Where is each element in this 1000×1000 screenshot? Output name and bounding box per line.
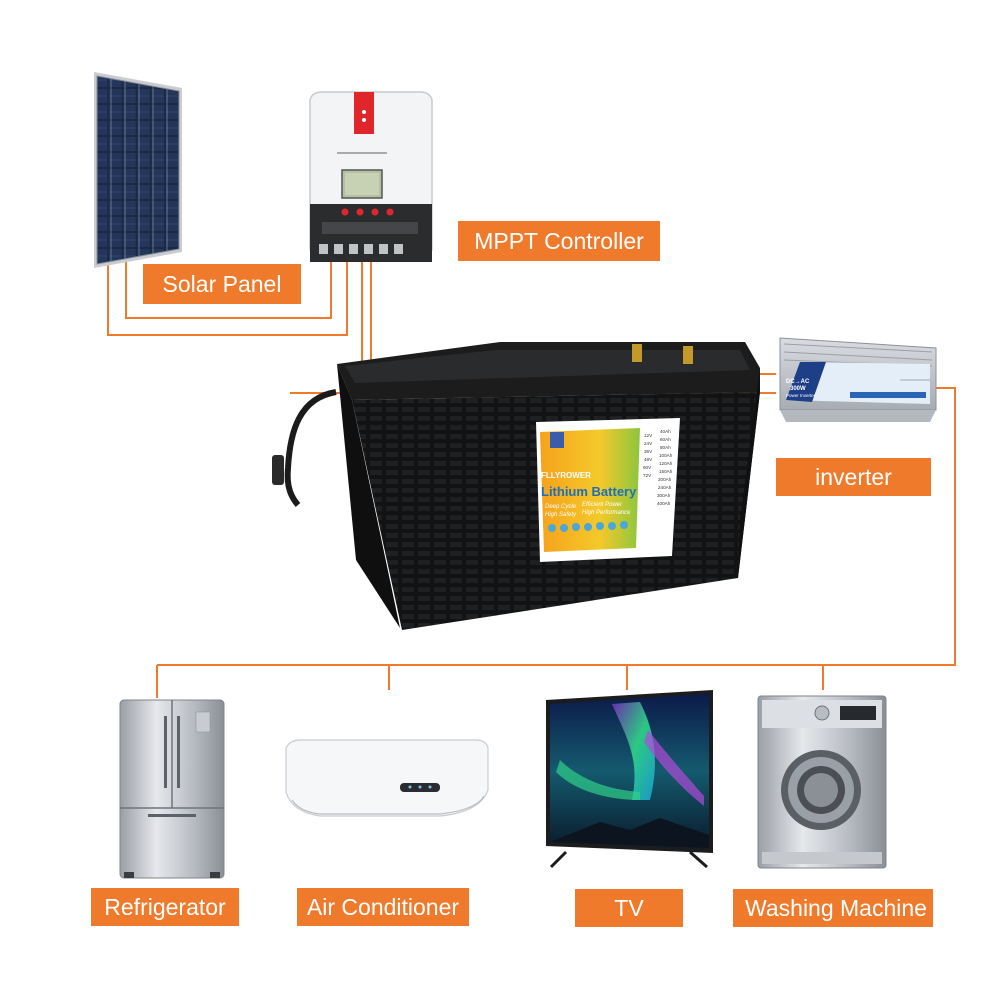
tv-image — [546, 690, 713, 869]
battery-feature-3: High Safety — [545, 512, 577, 518]
battery-title: Lithium Battery — [541, 484, 637, 499]
refrigerator-label: Refrigerator — [91, 888, 239, 926]
wire-solar-neg — [125, 262, 332, 319]
lithium-battery-image: FLLYROWER Lithium Battery Deep Cycle Eff… — [272, 342, 760, 630]
spec-capacity-3: 80Ah — [660, 445, 671, 450]
spec-capacity-9: 300Ah — [657, 493, 671, 498]
battery-feature-1: Deep Cycle — [545, 504, 577, 510]
spec-voltage-6: 72V — [643, 473, 652, 478]
spec-voltage-2: 24V — [644, 441, 653, 446]
washing-machine-image — [757, 695, 887, 869]
spec-voltage-3: 36V — [644, 449, 653, 454]
refrigerator-image — [119, 699, 225, 879]
washing-machine-label: Washing Machine — [733, 889, 933, 927]
inverter-text-1: DC→AC — [786, 379, 810, 385]
mppt-controller-image — [309, 91, 433, 262]
mppt-controller-label: MPPT Controller — [458, 221, 660, 261]
battery-feature-4: High Performance — [582, 510, 631, 516]
spec-capacity-8: 240Ah — [658, 485, 672, 490]
inverter-text-2: 300W — [790, 386, 806, 392]
spec-voltage-1: 12V — [644, 433, 653, 438]
spec-capacity-7: 200Ah — [658, 477, 672, 482]
battery-brand: FLLYROWER — [541, 471, 591, 480]
air-conditioner-image — [285, 739, 489, 817]
battery-feature-icons — [548, 521, 628, 532]
battery-feature-2: Efficient Power — [582, 502, 623, 508]
inverter-image: DC→AC 300W Power Inverter — [779, 337, 937, 422]
spec-capacity-5: 120Ah — [659, 461, 673, 466]
inverter-text-3: Power Inverter — [786, 393, 816, 398]
spec-voltage-4: 48V — [644, 457, 653, 462]
spec-capacity-6: 150Ah — [659, 469, 673, 474]
spec-capacity-4: 100Ah — [659, 453, 673, 458]
inverter-label: inverter — [776, 458, 931, 496]
wire-solar-pos — [107, 262, 348, 336]
spec-capacity-1: 40Ah — [660, 429, 671, 434]
tv-label: TV — [575, 889, 683, 927]
air-conditioner-label: Air Conditioner — [297, 888, 469, 926]
spec-capacity-10: 400Ah — [657, 501, 671, 506]
battery-spec-table: 12V 24V 36V 48V 60V 72V 40Ah 60Ah 80Ah 1… — [643, 429, 673, 506]
solar-panel-image — [94, 72, 182, 268]
solar-panel-label: Solar Panel — [143, 264, 301, 304]
battery-label: FLLYROWER Lithium Battery Deep Cycle Eff… — [536, 418, 680, 562]
spec-capacity-2: 60Ah — [660, 437, 671, 442]
spec-voltage-5: 60V — [643, 465, 652, 470]
